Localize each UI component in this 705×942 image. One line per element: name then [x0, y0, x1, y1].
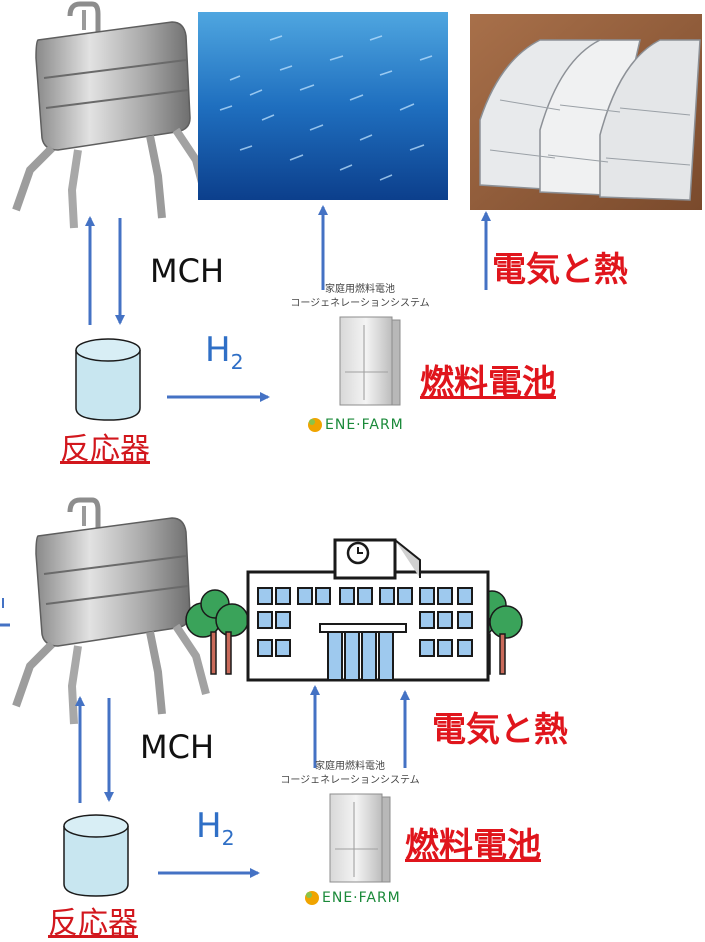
- fuel-cell-caption-line2: コージェネレーションシステム: [290, 298, 430, 309]
- h2-label-bottom: H2: [196, 806, 235, 850]
- electricity-heat-label-bottom: 電気と熱: [432, 710, 568, 750]
- mch-label: MCH: [150, 252, 225, 290]
- fuel-cell-caption-line1: 家庭用燃料電池: [325, 284, 395, 295]
- fuel-cell-unit-image-bottom: [329, 793, 391, 883]
- ene-farm-leaf-icon: [308, 418, 322, 432]
- fuel-cell-caption-bottom: 家庭用燃料電池 コージェネレーションシステム: [270, 760, 430, 788]
- fuel-cell-label-bottom: 燃料電池: [405, 826, 541, 866]
- fish-school-photo: [198, 12, 448, 200]
- fuel-cell-caption-line1-bottom: 家庭用燃料電池: [315, 761, 385, 772]
- ene-farm-leaf-icon-bottom: [305, 891, 319, 905]
- greenhouse-image: [470, 14, 702, 210]
- reactor-label-bottom: 反応器: [48, 906, 138, 941]
- h2-label: H2: [205, 330, 244, 374]
- ene-farm-logo-bottom: ENE·FARM: [322, 890, 401, 906]
- h2-letter: H: [205, 330, 231, 370]
- electricity-heat-label: 電気と熱: [492, 250, 628, 290]
- school-building-image: [185, 538, 523, 682]
- reactor-label: 反応器: [60, 432, 150, 467]
- h2-subscript-bottom: 2: [221, 825, 235, 850]
- fuel-cell-caption-line2-bottom: コージェネレーションシステム: [280, 775, 420, 786]
- ene-farm-logo: ENE·FARM: [325, 417, 404, 433]
- storage-tank-image: [12, 1, 210, 229]
- storage-tank-image-bottom: [12, 497, 210, 725]
- reactor-cylinder: [75, 338, 141, 421]
- reactor-cylinder-bottom: [63, 814, 129, 897]
- mch-label-bottom: MCH: [140, 728, 215, 766]
- bottom-arrows: [75, 685, 410, 878]
- top-arrows: [85, 205, 491, 402]
- fuel-cell-label: 燃料電池: [420, 363, 556, 403]
- h2-letter-bottom: H: [196, 806, 222, 846]
- h2-subscript: 2: [230, 349, 244, 374]
- fuel-cell-caption: 家庭用燃料電池 コージェネレーションシステム: [280, 283, 440, 311]
- fuel-cell-unit-image: [339, 316, 401, 406]
